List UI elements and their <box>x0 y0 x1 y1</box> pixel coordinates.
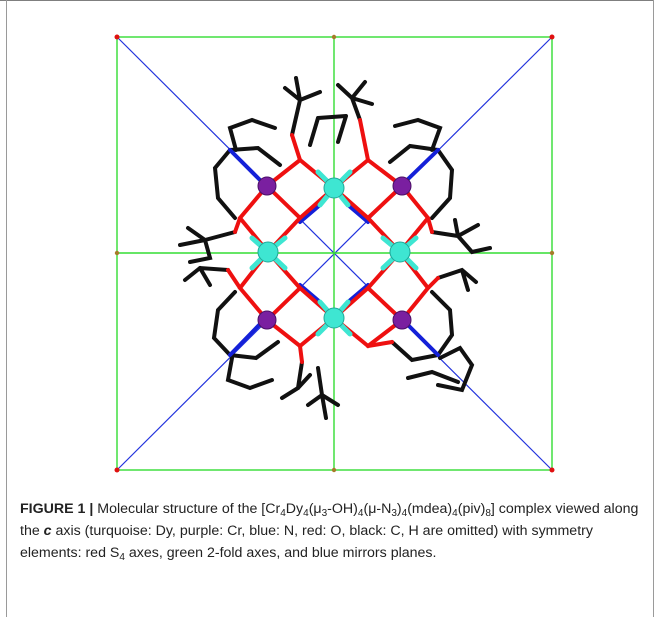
nitrogen-bonds <box>228 148 440 357</box>
s4-axis-points <box>114 34 555 473</box>
cr-atoms <box>257 176 412 330</box>
carbon-bonds <box>178 76 492 420</box>
figure-caption: FIGURE 1 | Molecular structure of the [C… <box>20 501 639 563</box>
left-rule <box>6 0 7 617</box>
dy-atoms <box>257 177 411 329</box>
twofold-axis-points <box>114 34 555 473</box>
molecular-structure-figure <box>114 34 555 473</box>
figure-label: FIGURE 1 | <box>20 501 94 517</box>
axis-label: c <box>43 523 52 539</box>
